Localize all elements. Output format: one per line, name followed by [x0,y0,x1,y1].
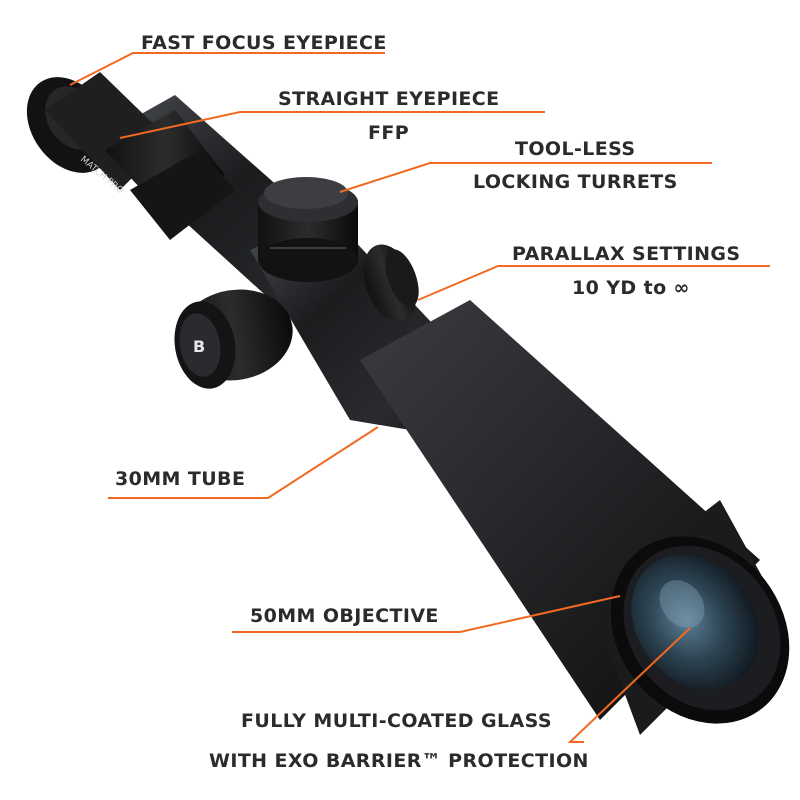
leader-tube [108,426,379,499]
eyepiece: MATCH PRO [26,72,235,240]
leader-fast-focus [69,52,385,86]
leader-glass [567,627,691,743]
callout-fast-focus-eyepiece: FAST FOCUS EYEPIECE [141,32,387,54]
parallax-turret [363,244,419,322]
callout-multi-coated-glass: FULLY MULTI-COATED GLASS [241,710,552,732]
windage-turret: B [174,289,293,389]
leader-objective [232,595,621,633]
callout-exo-barrier: WITH EXO BARRIER™ PROTECTION [209,750,589,772]
leader-turrets [339,162,712,193]
callout-straight-eyepiece: STRAIGHT EYEPIECE [278,88,500,110]
logo-mark: B [193,337,205,356]
callout-locking-turrets: LOCKING TURRETS [473,171,678,193]
elevation-turret [258,177,358,282]
callout-parallax-settings: PARALLAX SETTINGS [512,243,741,265]
callout-ffp: FFP [368,122,410,144]
callout-50mm-objective: 50MM OBJECTIVE [250,605,439,627]
callout-tool-less: TOOL-LESS [515,138,636,160]
callout-leaders [69,52,770,743]
callout-30mm-tube: 30MM TUBE [115,468,246,490]
callout-parallax-range: 10 YD to ∞ [572,277,690,299]
leader-parallax [417,265,770,301]
leader-straight-eyepiece [119,111,545,139]
objective-lens [610,536,790,724]
